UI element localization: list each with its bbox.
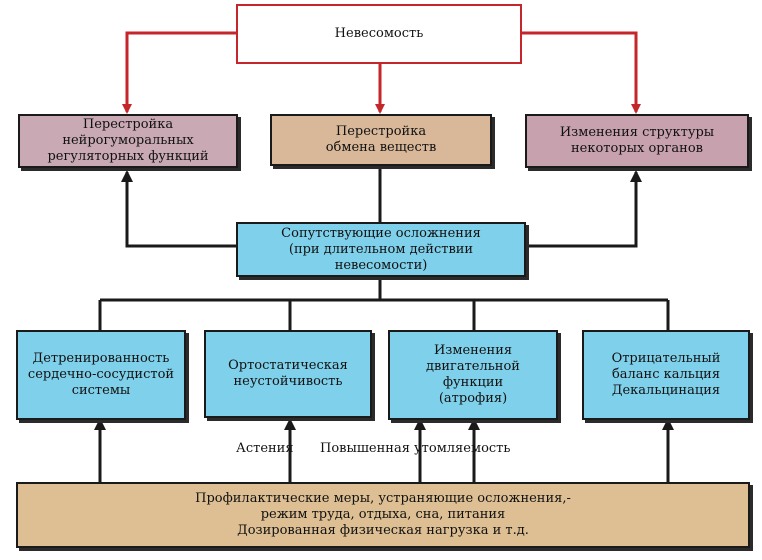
red-arrow-right (522, 31, 641, 114)
black-arrow-to-organs (526, 170, 642, 248)
node-complications: Сопутствующие осложнения (при длительном… (236, 222, 526, 277)
node-prevention-text: Профилактические меры, устраняющие ослож… (195, 491, 571, 538)
node-metabolism-restructuring: Перестройка обмена веществ (270, 114, 492, 166)
node-prevention: Профилактические меры, устраняющие ослож… (16, 482, 750, 548)
red-arrow-left (122, 31, 236, 114)
node-calcium-balance: Отрицательный баланс кальция Декальцинац… (582, 330, 750, 420)
node-organ-structure-changes: Изменения структуры некоторых органов (525, 114, 749, 168)
node-cardio-detraining-text: Детренированность сердечно-сосудистой си… (27, 351, 175, 398)
node-calcium-balance-text: Отрицательный баланс кальция Декальцинац… (611, 351, 721, 398)
node-motor-changes: Изменения двигательной функции (атрофия) (388, 330, 558, 420)
node-organ-structure-changes-text: Изменения структуры некоторых органов (559, 125, 715, 156)
node-motor-changes-text: Изменения двигательной функции (атрофия) (426, 343, 520, 406)
node-cardio-detraining: Детренированность сердечно-сосудистой си… (16, 330, 186, 420)
node-weightlessness: Невесомость (236, 4, 522, 64)
label-fatigue: Повышенная утомляемость (320, 441, 511, 456)
node-neuro-restructuring: Перестройка нейрогуморальных регуляторны… (18, 114, 238, 168)
label-asthenia: Астения (236, 441, 294, 456)
node-orthostatic-text: Ортостатическая неустойчивость (228, 358, 348, 389)
node-complications-text: Сопутствующие осложнения (при длительном… (281, 225, 481, 273)
black-arrow-to-neuro (121, 170, 236, 248)
node-neuro-restructuring-text: Перестройка нейрогуморальных регуляторны… (47, 117, 209, 164)
node-metabolism-restructuring-text: Перестройка обмена веществ (325, 124, 437, 155)
node-weightlessness-text: Невесомость (334, 26, 424, 41)
node-orthostatic: Ортостатическая неустойчивость (204, 330, 372, 418)
